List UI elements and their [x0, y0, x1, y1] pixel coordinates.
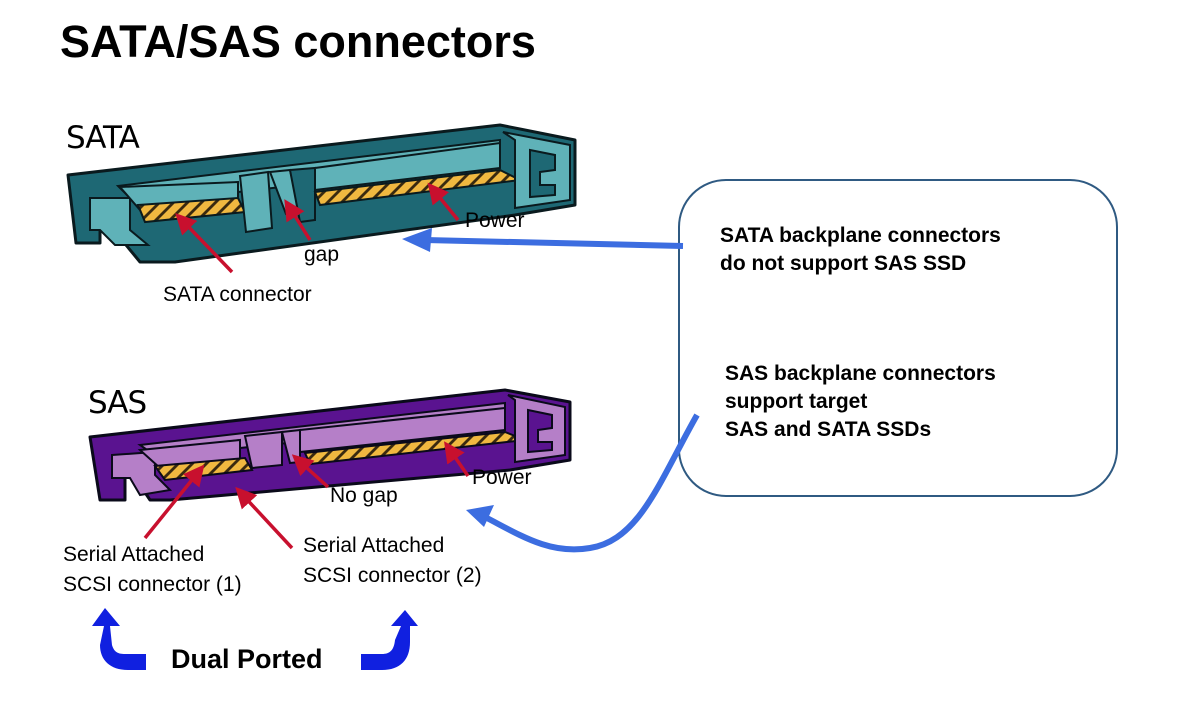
sata-gap-pointer — [284, 199, 312, 241]
right-curved-up-arrow-icon — [361, 610, 418, 670]
page-title: SATA/SAS connectors — [60, 16, 536, 67]
sas-callout-arrow — [483, 413, 700, 553]
sata-callout-arrow — [424, 237, 684, 249]
sas-connector1-pointer — [143, 464, 205, 540]
sas-connector2-label-line2: SCSI connector (2) — [303, 564, 482, 587]
sata-power-label: Power — [465, 209, 525, 232]
sas-power-pointer — [444, 441, 470, 477]
sata-label: SATA — [66, 120, 140, 156]
sas-connector1-label-line2: SCSI connector (1) — [63, 573, 242, 596]
sas-power-label: Power — [472, 466, 532, 489]
sas-no-gap-pointer — [291, 454, 330, 489]
callout-arrows — [402, 228, 700, 553]
sas-connector2-label-line1: Serial Attached — [303, 534, 445, 557]
sas-connector2-pointer — [235, 486, 294, 550]
dual-ported-arrows — [92, 608, 418, 670]
dual-ported-label: Dual Ported — [171, 644, 323, 674]
sas-connector1-label-line1: Serial Attached — [63, 543, 205, 566]
info-box — [678, 179, 1118, 497]
sas-no-gap-label: No gap — [330, 484, 398, 507]
sas-label: SAS — [88, 385, 147, 421]
sata-gap-label: gap — [304, 243, 340, 266]
sata-callout-arrowhead — [402, 228, 432, 252]
left-curved-up-arrow-icon — [92, 608, 146, 670]
sas-callout-arrowhead — [466, 505, 494, 527]
sata-connector-label: SATA connector — [163, 283, 312, 306]
sata-power-pointer — [427, 182, 460, 222]
sas-backplane-note: SAS backplane connectors support target … — [725, 362, 996, 441]
sata-backplane-note: SATA backplane connectors do not support… — [720, 224, 1001, 275]
sata-connector-pointer — [175, 212, 234, 274]
pointer-arrows — [143, 182, 470, 550]
sas-connector — [88, 388, 572, 502]
